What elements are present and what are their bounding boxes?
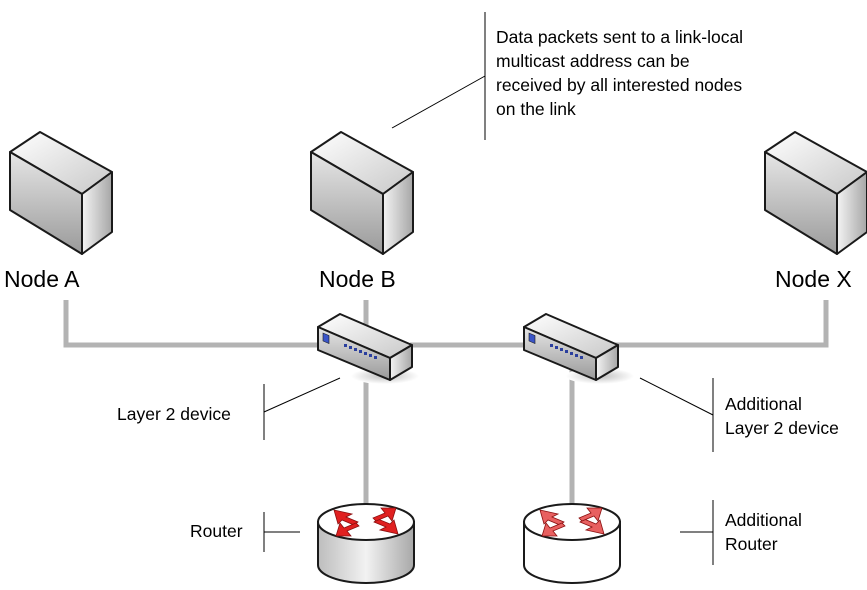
multicast-callout-line-2: multicast address can be <box>496 51 690 71</box>
link-node-a <box>63 300 330 348</box>
multicast-callout-line <box>391 12 486 140</box>
node-b-label: Node B <box>319 266 396 292</box>
multicast-callout-text: Data packets sent to a link-local multic… <box>496 25 743 121</box>
computer-node-x-icon <box>764 131 867 255</box>
callout-lines <box>263 12 714 565</box>
multicast-callout-line-3: received by all interested nodes <box>496 75 743 95</box>
additional-layer2-line-1: Additional <box>725 394 802 414</box>
layer2-switch-icon <box>317 313 419 384</box>
additional-layer2-callout-text: Additional Layer 2 device <box>725 392 839 440</box>
router-icon <box>317 503 415 584</box>
multicast-callout-line-1: Data packets sent to a link-local <box>496 27 744 47</box>
additional-router-callout-line <box>680 500 714 565</box>
additional-layer2-switch-icon <box>523 313 634 384</box>
node-x-label: Node X <box>775 266 852 292</box>
link-node-x <box>600 300 829 348</box>
additional-router-line-2: Router <box>725 534 778 554</box>
multicast-callout-line-4: on the link <box>496 99 576 119</box>
computer-node-a-icon <box>9 131 113 255</box>
router-callout-text: Router <box>190 521 243 541</box>
additional-router-callout-text: Additional Router <box>725 508 802 556</box>
node-a-label: Node A <box>4 266 80 292</box>
additional-router-icon <box>523 503 621 584</box>
computer-node-b-icon <box>310 131 414 255</box>
additional-layer2-callout-line <box>639 377 714 452</box>
layer2-callout-line <box>263 377 341 440</box>
network-links <box>63 300 829 520</box>
router-callout-line <box>263 512 300 552</box>
additional-layer2-line-2: Layer 2 device <box>725 418 839 438</box>
layer2-callout-text: Layer 2 device <box>117 404 231 424</box>
additional-router-line-1: Additional <box>725 510 802 530</box>
